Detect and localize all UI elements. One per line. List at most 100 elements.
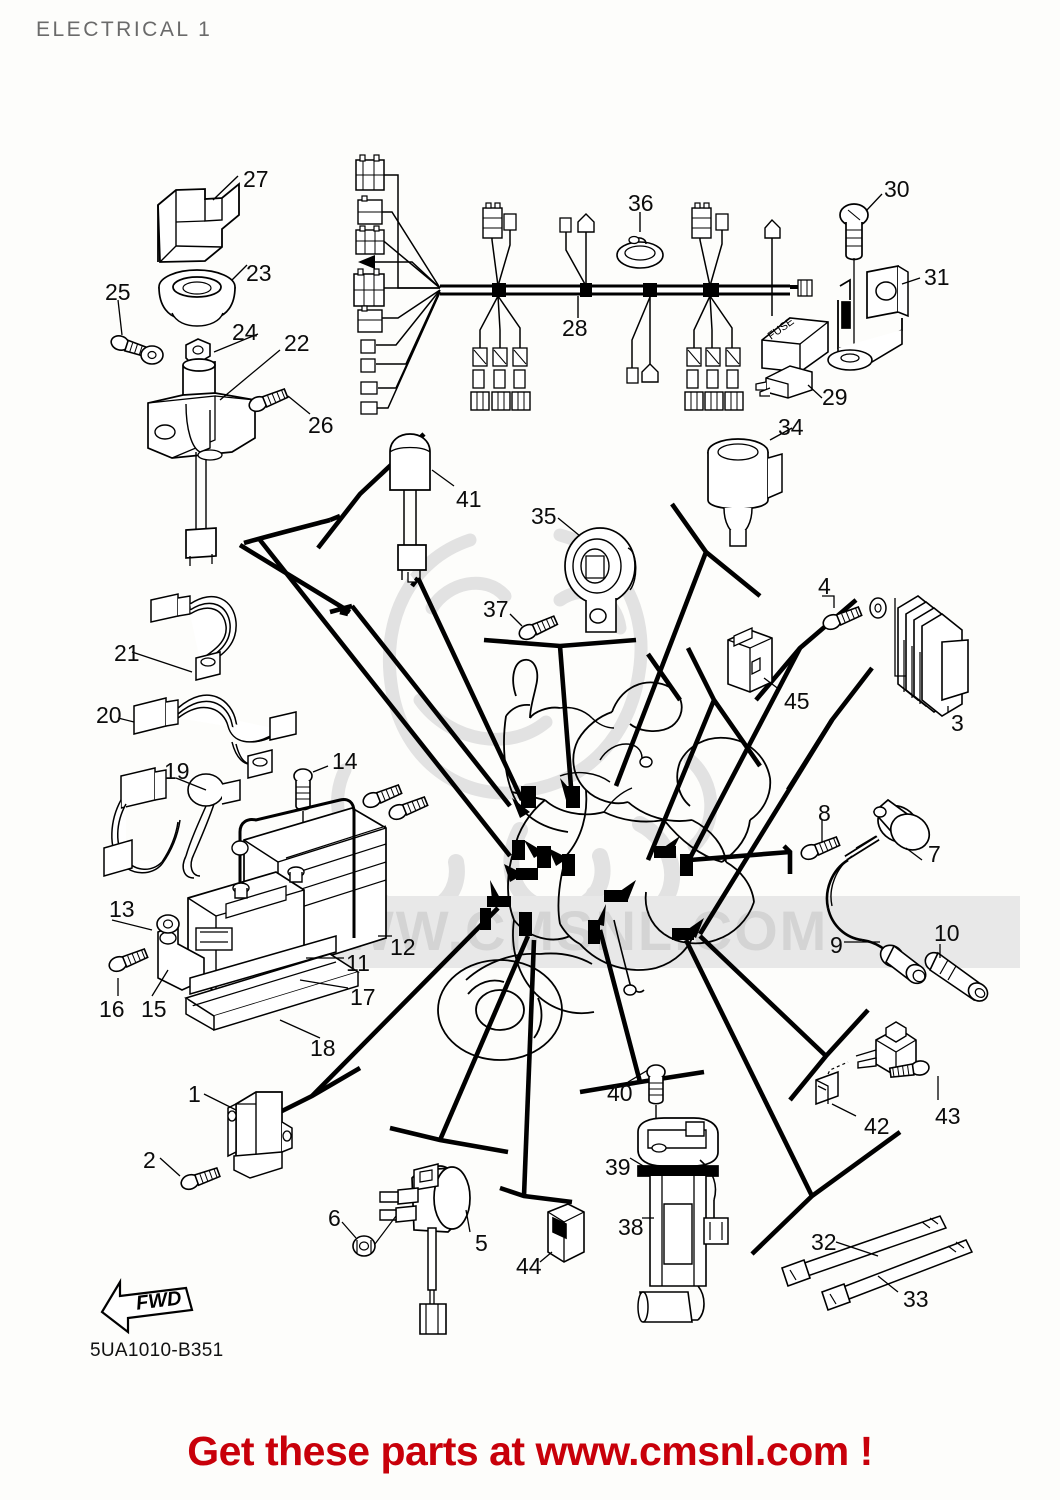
callout-37: 37 — [483, 596, 509, 622]
leader-25 — [117, 299, 123, 336]
callout-16: 16 — [99, 996, 125, 1022]
part-38-fuel-sender — [637, 1117, 729, 1323]
part-19-sub-harness — [103, 767, 241, 879]
leader-42 — [831, 1103, 857, 1117]
callout-42: 42 — [864, 1113, 890, 1139]
callout-15: 15 — [141, 996, 167, 1022]
callout-44: 44 — [516, 1253, 542, 1279]
callout-21: 21 — [114, 640, 140, 666]
part-8-bolt — [798, 833, 842, 863]
callout-31: 31 — [924, 264, 950, 290]
leader-23 — [231, 264, 248, 281]
leader-14 — [312, 765, 329, 773]
part-1-cdi-unit — [227, 1091, 293, 1179]
battery-group — [156, 798, 387, 1032]
callout-27: 27 — [243, 166, 269, 192]
leader-arrowheads — [490, 778, 704, 938]
leader-27 — [212, 175, 239, 201]
part-32-cable-tie — [780, 1215, 948, 1288]
part-33-cable-tie — [820, 1239, 974, 1312]
part-16-bolt — [106, 945, 150, 975]
part-9-spark-plug-cap — [879, 944, 927, 985]
fwd-arrow-icon — [100, 1278, 194, 1335]
part-4-bolt-washer — [820, 597, 887, 633]
part-6-nut — [352, 1215, 397, 1257]
callout-41: 41 — [456, 486, 482, 512]
leader-37 — [509, 613, 523, 627]
callout-7: 7 — [928, 841, 941, 867]
callout-23: 23 — [246, 260, 272, 286]
callout-1: 1 — [188, 1081, 201, 1107]
callout-14: 14 — [332, 748, 358, 774]
leader-32 — [835, 1241, 879, 1257]
callout-25: 25 — [105, 279, 131, 305]
leader-22 — [219, 349, 281, 401]
callout-19: 19 — [164, 758, 190, 784]
leader-44 — [539, 1251, 553, 1263]
part-37-bolt — [516, 612, 560, 643]
callout-2: 2 — [143, 1147, 156, 1173]
callout-24: 24 — [232, 319, 258, 345]
leader-5 — [465, 1209, 471, 1233]
part-41-sensor — [389, 433, 431, 583]
part-34-flasher-relay — [707, 438, 783, 547]
part-20-sub-harness — [133, 694, 297, 779]
part-25-bolt — [108, 332, 164, 365]
leader-41 — [431, 469, 455, 487]
part-21-sub-harness — [150, 593, 237, 681]
part-23-grommet — [158, 269, 236, 327]
leader-15 — [151, 969, 169, 997]
leader-1 — [203, 1093, 237, 1111]
callout-26: 26 — [308, 412, 334, 438]
leader-21 — [131, 651, 193, 673]
part-31-bracket — [827, 264, 909, 371]
callout-28: 28 — [562, 315, 588, 341]
callout-29: 29 — [822, 384, 848, 410]
leader-4 — [822, 595, 835, 608]
leader-6 — [341, 1221, 357, 1239]
callout-32: 32 — [811, 1229, 837, 1255]
part-26-bolt — [246, 385, 290, 415]
callout-3: 3 — [951, 710, 964, 736]
leader-39 — [629, 1157, 651, 1171]
part-42-sensor — [815, 1021, 917, 1106]
battery-bolts — [360, 781, 430, 823]
callout-39: 39 — [605, 1154, 631, 1180]
part-30-bolt — [839, 203, 869, 261]
part-44-relay — [547, 1203, 585, 1263]
callout-4: 4 — [818, 573, 831, 599]
diagram-code-label: 5UA1010-B351 — [90, 1340, 224, 1361]
part-36-clamp — [616, 235, 664, 269]
leader-2 — [159, 1157, 181, 1177]
leader-26 — [287, 395, 311, 415]
callout-13: 13 — [109, 896, 135, 922]
leader-31 — [901, 277, 921, 285]
callout-17: 17 — [350, 984, 376, 1010]
leader-29 — [807, 384, 823, 399]
callout-43: 43 — [935, 1103, 961, 1129]
leader-45 — [763, 677, 781, 691]
callout-40: 40 — [607, 1080, 633, 1106]
callout-33: 33 — [903, 1286, 929, 1312]
leader-24 — [213, 333, 259, 353]
leader-18 — [279, 1019, 321, 1039]
part-5-horn-assembly — [379, 1163, 471, 1335]
part-7-ignition-coil — [825, 798, 931, 961]
leader-30 — [865, 193, 883, 212]
fuse-box — [761, 317, 829, 373]
part-45-relay — [727, 626, 773, 693]
part-29-fuse-connector — [755, 365, 813, 399]
part-2-bolt — [178, 1164, 222, 1193]
callout-5: 5 — [475, 1230, 488, 1256]
leader-13 — [111, 919, 153, 931]
callout-10: 10 — [934, 920, 960, 946]
part-10-spark-plug — [924, 951, 989, 1002]
part-22-main-switch — [147, 358, 256, 566]
page-title: ELECTRICAL 1 — [36, 18, 213, 41]
leader-7 — [905, 847, 923, 861]
part-27-cover — [157, 182, 240, 263]
callout-8: 8 — [818, 800, 831, 826]
leader-17 — [299, 979, 349, 989]
